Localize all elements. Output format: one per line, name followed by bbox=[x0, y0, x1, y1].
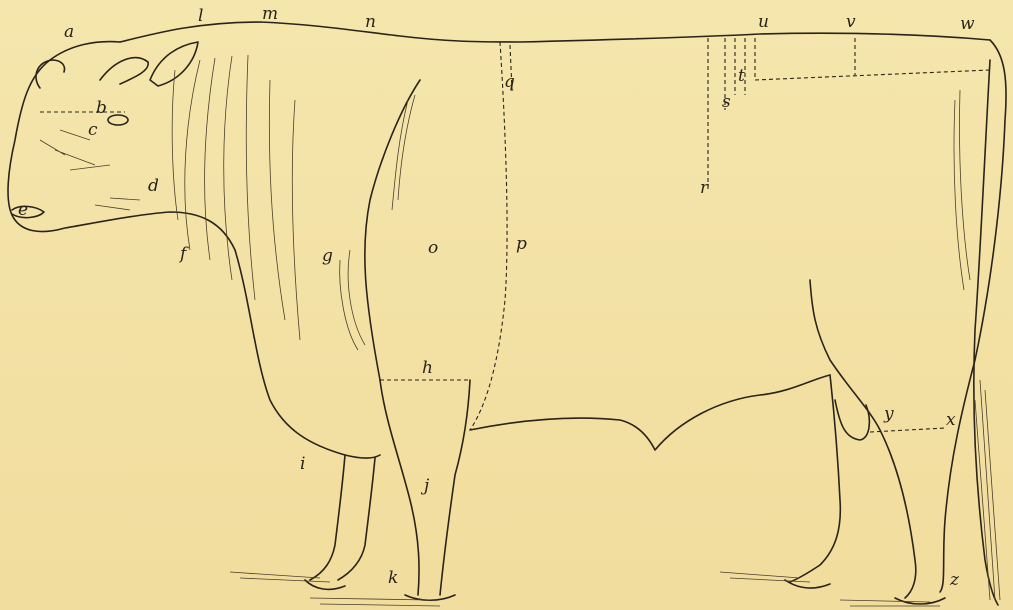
tail-switch bbox=[975, 380, 1000, 600]
label-q: q bbox=[504, 74, 515, 91]
label-x: x bbox=[946, 412, 956, 429]
brisket-outline bbox=[235, 250, 380, 458]
label-l: l bbox=[198, 8, 203, 25]
label-v: v bbox=[846, 14, 856, 31]
label-d: d bbox=[148, 178, 159, 195]
label-h: h bbox=[422, 360, 433, 377]
label-b: b bbox=[96, 100, 107, 117]
line-uvw bbox=[755, 38, 990, 80]
head-outline bbox=[8, 42, 235, 250]
far-hindleg bbox=[790, 375, 840, 582]
label-o: o bbox=[428, 240, 438, 257]
label-c: c bbox=[88, 122, 98, 139]
label-z: z bbox=[950, 572, 959, 589]
label-e: e bbox=[18, 202, 28, 219]
shoulder-hatching bbox=[340, 95, 415, 350]
label-a: a bbox=[64, 24, 74, 41]
label-j: j bbox=[424, 478, 429, 495]
label-y: y bbox=[884, 406, 894, 423]
label-m: m bbox=[262, 6, 278, 23]
right-horn bbox=[100, 58, 148, 84]
rump-hatching bbox=[954, 90, 970, 290]
left-horn bbox=[36, 60, 65, 88]
shoulder-outline bbox=[365, 80, 420, 380]
label-p: p bbox=[516, 236, 527, 253]
label-n: n bbox=[365, 14, 376, 31]
near-foreleg-back bbox=[380, 380, 419, 595]
belly-line bbox=[470, 375, 830, 450]
line-p bbox=[470, 42, 507, 430]
label-u: u bbox=[758, 14, 769, 31]
label-k: k bbox=[388, 570, 398, 587]
eye bbox=[108, 115, 128, 125]
label-t: t bbox=[738, 68, 745, 85]
label-w: w bbox=[960, 16, 975, 33]
neck-hatching bbox=[172, 55, 300, 340]
back-line bbox=[120, 22, 990, 42]
label-r: r bbox=[700, 180, 708, 197]
rump-outline bbox=[940, 40, 1006, 592]
label-s: s bbox=[722, 94, 731, 111]
label-i: i bbox=[300, 456, 305, 473]
near-foreleg-front bbox=[440, 380, 470, 595]
far-foreleg bbox=[310, 455, 345, 580]
label-f: f bbox=[180, 246, 186, 263]
label-g: g bbox=[322, 248, 333, 265]
head-hatching bbox=[40, 130, 140, 210]
